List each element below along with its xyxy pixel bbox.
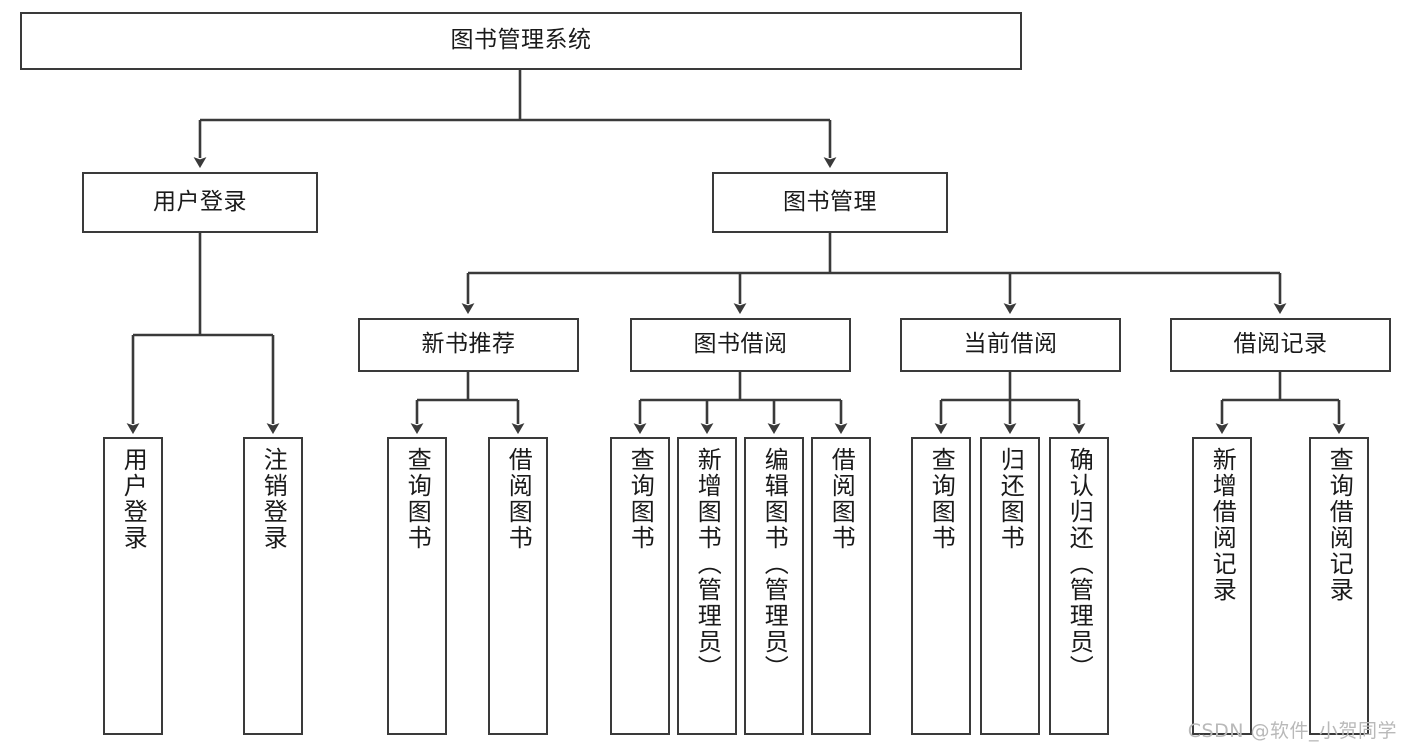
node-book-borrow-label: 图书借阅 <box>693 331 788 358</box>
node-book-borrow[interactable]: 图书借阅 <box>630 318 851 372</box>
node-leaf-borrow-book-1-label: 借阅图书 <box>504 447 533 551</box>
node-leaf-user-login-label: 用户登录 <box>119 447 148 551</box>
node-user-login[interactable]: 用户登录 <box>82 172 318 233</box>
node-leaf-query-book-2-label: 查询图书 <box>626 447 655 551</box>
node-leaf-edit-book[interactable]: 编辑图书（管理员） <box>744 437 804 735</box>
node-leaf-return-book[interactable]: 归还图书 <box>980 437 1040 735</box>
node-leaf-return-book-label: 归还图书 <box>996 447 1025 551</box>
node-leaf-confirm-return-label: 确认归还（管理员） <box>1065 447 1094 681</box>
node-leaf-query-book-3-label: 查询图书 <box>927 447 956 551</box>
node-root[interactable]: 图书管理系统 <box>20 12 1022 70</box>
node-leaf-add-record[interactable]: 新增借阅记录 <box>1192 437 1252 735</box>
node-leaf-query-record[interactable]: 查询借阅记录 <box>1309 437 1369 735</box>
node-user-login-label: 用户登录 <box>153 188 247 215</box>
node-current-borrow-label: 当前借阅 <box>963 331 1058 358</box>
node-leaf-query-book-3[interactable]: 查询图书 <box>911 437 971 735</box>
node-leaf-query-record-label: 查询借阅记录 <box>1325 447 1354 603</box>
node-borrow-record[interactable]: 借阅记录 <box>1170 318 1391 372</box>
node-leaf-logout[interactable]: 注销登录 <box>243 437 303 735</box>
node-leaf-confirm-return[interactable]: 确认归还（管理员） <box>1049 437 1109 735</box>
node-current-borrow[interactable]: 当前借阅 <box>900 318 1121 372</box>
node-book-management-label: 图书管理 <box>783 188 877 215</box>
node-leaf-user-login[interactable]: 用户登录 <box>103 437 163 735</box>
node-borrow-record-label: 借阅记录 <box>1233 331 1328 358</box>
node-leaf-logout-label: 注销登录 <box>259 447 288 551</box>
node-leaf-add-book-label: 新增图书（管理员） <box>693 447 722 681</box>
node-root-label: 图书管理系统 <box>450 27 592 54</box>
node-book-management[interactable]: 图书管理 <box>712 172 948 233</box>
node-leaf-borrow-book-1[interactable]: 借阅图书 <box>488 437 548 735</box>
node-leaf-borrow-book-2[interactable]: 借阅图书 <box>811 437 871 735</box>
node-leaf-add-record-label: 新增借阅记录 <box>1208 447 1237 603</box>
node-leaf-query-book-2[interactable]: 查询图书 <box>610 437 670 735</box>
node-leaf-borrow-book-2-label: 借阅图书 <box>827 447 856 551</box>
node-leaf-add-book[interactable]: 新增图书（管理员） <box>677 437 737 735</box>
node-leaf-edit-book-label: 编辑图书（管理员） <box>760 447 789 681</box>
node-new-book-recommend-label: 新书推荐 <box>421 331 516 358</box>
node-new-book-recommend[interactable]: 新书推荐 <box>358 318 579 372</box>
node-leaf-query-book-1[interactable]: 查询图书 <box>387 437 447 735</box>
node-leaf-query-book-1-label: 查询图书 <box>403 447 432 551</box>
